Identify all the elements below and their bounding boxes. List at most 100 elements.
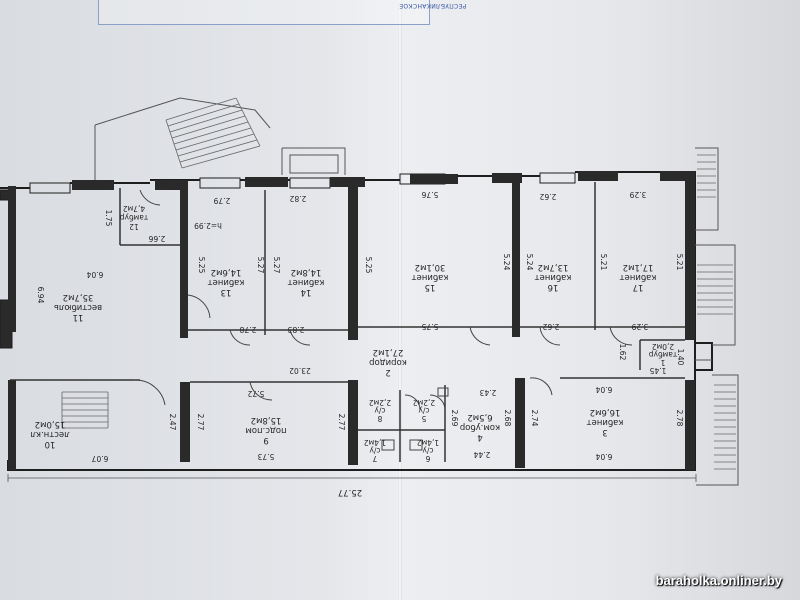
dimension-label: 5.76	[421, 190, 438, 199]
room-name: лестн.кл	[30, 429, 69, 439]
dimension-label: 2.79	[213, 196, 230, 205]
door-swings	[134, 189, 633, 411]
room-number: 7	[372, 454, 377, 463]
dimension-label: 2.47	[168, 414, 177, 431]
room-name: тамбур	[120, 213, 149, 222]
dimension-label: 2.78	[239, 325, 256, 334]
room-label: 13 кабинет 14,6м2	[208, 267, 245, 297]
dimension-label: 5.25	[364, 257, 373, 274]
dimension-label: 2.69	[450, 410, 459, 427]
stair-treads	[61, 97, 736, 470]
dimension-label: 6.04	[595, 385, 612, 394]
dimension-label: 1.45	[649, 366, 666, 375]
room-labels: 11 вестибюль 35,7м2 1 2 тамбур 4,7м2 13 к…	[30, 204, 677, 463]
dimension-label: 3.29	[631, 322, 648, 331]
dimension-label: 5.27	[256, 257, 265, 274]
overall-dimension-line	[7, 474, 697, 482]
room-number: 13	[221, 287, 232, 297]
room-label: 10 лестн.кл 15,0м2	[30, 419, 69, 449]
room-label: 15 кабинет 30,1м2	[412, 262, 449, 292]
room-name: вестибюль	[54, 302, 102, 312]
room-name: кабинет	[208, 277, 245, 287]
room-name: тамбур	[649, 350, 678, 359]
room-name: коридор	[369, 357, 407, 367]
overall-length-label: 25.77	[338, 487, 362, 497]
room-number: 3	[602, 427, 607, 437]
dimension-label: 2.43	[479, 388, 496, 397]
dimension-label: 5.73	[257, 452, 274, 461]
room-area: 6,5м2	[467, 412, 492, 422]
room-name: ком.убор	[460, 422, 500, 432]
room-label: 14 кабинет 14,8м2	[288, 267, 325, 297]
room-area: 15,8м2	[251, 415, 282, 425]
dimension-label: 2.78	[675, 410, 684, 427]
room-label: 4 ком.убор 6,5м2	[460, 412, 500, 442]
dimension-label: 6.04	[595, 452, 612, 461]
paper-fold	[398, 0, 402, 600]
sanitary-fixtures	[381, 387, 449, 451]
room-name: с/у	[369, 446, 381, 455]
room-number: 10	[45, 439, 56, 449]
window-openings	[0, 172, 576, 349]
room-area: 30,1м2	[415, 262, 446, 272]
room-number: 11	[73, 312, 84, 322]
dimension-label: 5.24	[525, 254, 534, 271]
room-area: 27,1м2	[373, 347, 404, 357]
room-area: 17,1м2	[623, 262, 654, 272]
dimension-label: 6.94	[36, 287, 45, 304]
dimension-label: 2.82	[289, 194, 306, 203]
room-label: 2 коридор 27,1м2	[369, 347, 407, 377]
dimension-label: 2.74	[530, 410, 539, 427]
room-name: кабинет	[412, 272, 449, 282]
room-area: 13,7м2	[538, 262, 569, 272]
room-area: 2,2м2	[413, 398, 436, 407]
room-label: 17 кабинет 17,1м2	[620, 262, 657, 292]
room-number: 1	[660, 358, 665, 367]
room-name: кабинет	[620, 272, 657, 282]
room-label: 8 с/у 2,2м2	[369, 398, 392, 423]
room-number: 16	[548, 282, 559, 292]
room-area: 35,7м2	[63, 292, 94, 302]
room-label: 9 подс.пом 15,8м2	[245, 415, 286, 445]
room-name: кабинет	[535, 272, 572, 282]
room-area: 16,6м2	[590, 407, 621, 417]
site-watermark: baraholka.onliner.by	[655, 573, 782, 588]
room-number: 8	[377, 414, 382, 423]
room-name: с/у	[374, 406, 386, 415]
dimension-label: 5.75	[421, 322, 438, 331]
dimension-label: 2.44	[473, 450, 490, 459]
room-name: подс.пом	[245, 425, 286, 435]
dimension-label: 5.72	[247, 389, 264, 398]
room-area: 14,6м2	[211, 267, 242, 277]
room-number: 6	[425, 454, 430, 463]
dimension-label: 2.83	[287, 325, 304, 334]
room-label: 6 с/у 1,4м2	[417, 438, 440, 463]
room-area: 1,4м2	[417, 438, 440, 447]
room-number: 17	[633, 282, 644, 292]
dimension-label: 1.62	[618, 344, 627, 361]
dimension-label: 2.62	[542, 322, 559, 331]
room-name: с/у	[418, 406, 430, 415]
room-area: 2,0м2	[652, 342, 675, 351]
dimension-label: 5.21	[675, 254, 684, 271]
room-number: 15	[425, 282, 436, 292]
room-label: 16 кабинет 13,7м2	[535, 262, 572, 292]
dimension-label: 2.62	[539, 192, 556, 201]
room-label: 1 тамбур 2,0м2	[649, 342, 678, 367]
dimension-label: 2.77	[337, 414, 346, 431]
dimension-label: 23.02	[289, 366, 311, 375]
dimension-label: 5.21	[599, 254, 608, 271]
registry-stamp: РЕСПУБЛИКАНСКОЕ	[98, 0, 466, 25]
room-area: 14,8м2	[291, 267, 322, 277]
room-number: 2	[385, 367, 390, 377]
room-name: с/у	[422, 446, 434, 455]
room-label: 11 вестибюль 35,7м2	[54, 292, 102, 322]
dimension-label: 6.04	[86, 270, 103, 279]
room-area: 1,4м2	[364, 438, 387, 447]
room-label: 3 кабинет 16,6м2	[587, 407, 624, 437]
wall-blocks	[8, 171, 695, 470]
dimension-label: 1.40	[676, 349, 685, 366]
dimension-label: h=2.99	[194, 221, 222, 230]
room-area: 4,7м2	[123, 204, 146, 213]
